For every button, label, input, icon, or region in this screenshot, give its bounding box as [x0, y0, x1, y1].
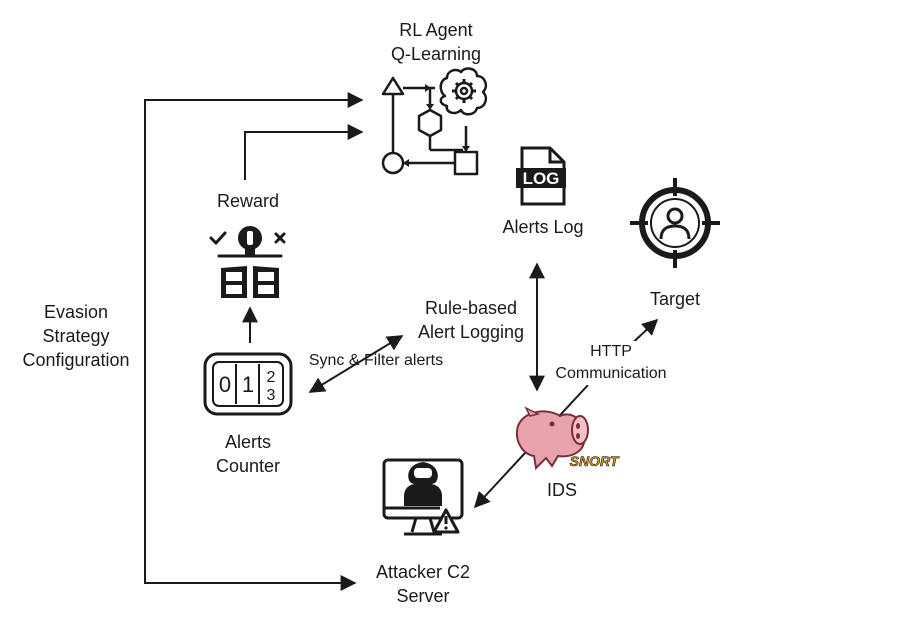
evasion-to-attacker-arrow	[144, 330, 357, 591]
http-line1: HTTP	[590, 343, 632, 360]
rl-agent-label: RL Agent Q-Learning	[376, 18, 496, 66]
counter-digit-2: 1	[242, 372, 254, 397]
alerts-counter-line2: Counter	[215, 456, 281, 476]
counter-digit-3: 2	[267, 369, 276, 386]
http-line2: Communication	[555, 365, 667, 382]
counter-digit-1: 0	[219, 372, 231, 397]
snort-brand: SNORT	[570, 453, 620, 469]
reward-to-agent-arrow	[244, 124, 364, 180]
reward-icon	[209, 226, 286, 298]
target-user-icon	[630, 178, 720, 268]
target-label: Target	[649, 289, 701, 309]
rl-agent-line1: RL Agent	[399, 20, 473, 40]
evasion-label: Evasion Strategy Configuration	[8, 300, 144, 372]
sync-filter-arrow	[308, 335, 404, 393]
alerts-counter-line1: Alerts	[224, 432, 271, 452]
hacker-monitor-icon	[382, 458, 464, 536]
evasion-line1: Evasion	[43, 302, 109, 322]
evasion-to-agent-arrow	[144, 92, 364, 330]
attacker-label: Attacker C2 Server	[356, 560, 490, 608]
alerts-log-label: Alerts Log	[502, 217, 584, 237]
evasion-line3: Configuration	[22, 350, 130, 370]
counter-digit-4: 3	[267, 387, 276, 404]
sync-filter-label: Sync & Filter alerts	[308, 352, 444, 369]
reward-label: Reward	[216, 191, 280, 211]
snort-pig-icon: SNORT	[516, 406, 620, 471]
rule-logging-line1: Rule-based	[424, 298, 518, 318]
log-badge: LOG	[523, 169, 560, 188]
log-file-icon: LOG	[516, 146, 566, 206]
alerts-counter-label: Alerts Counter	[200, 430, 296, 478]
rule-logging-line2: Alert Logging	[417, 322, 525, 342]
evasion-line2: Strategy	[42, 326, 110, 346]
http-label: HTTP Communication	[545, 341, 677, 385]
rl-agent-line2: Q-Learning	[390, 44, 482, 64]
attacker-line2: Server	[396, 586, 450, 606]
flowchart-brain-icon	[381, 67, 488, 176]
counter-icon: 0 1 2 3	[203, 352, 293, 416]
attacker-line1: Attacker C2	[375, 562, 471, 582]
ids-label: IDS	[546, 480, 577, 500]
rule-logging-label: Rule-based Alert Logging	[402, 296, 540, 344]
